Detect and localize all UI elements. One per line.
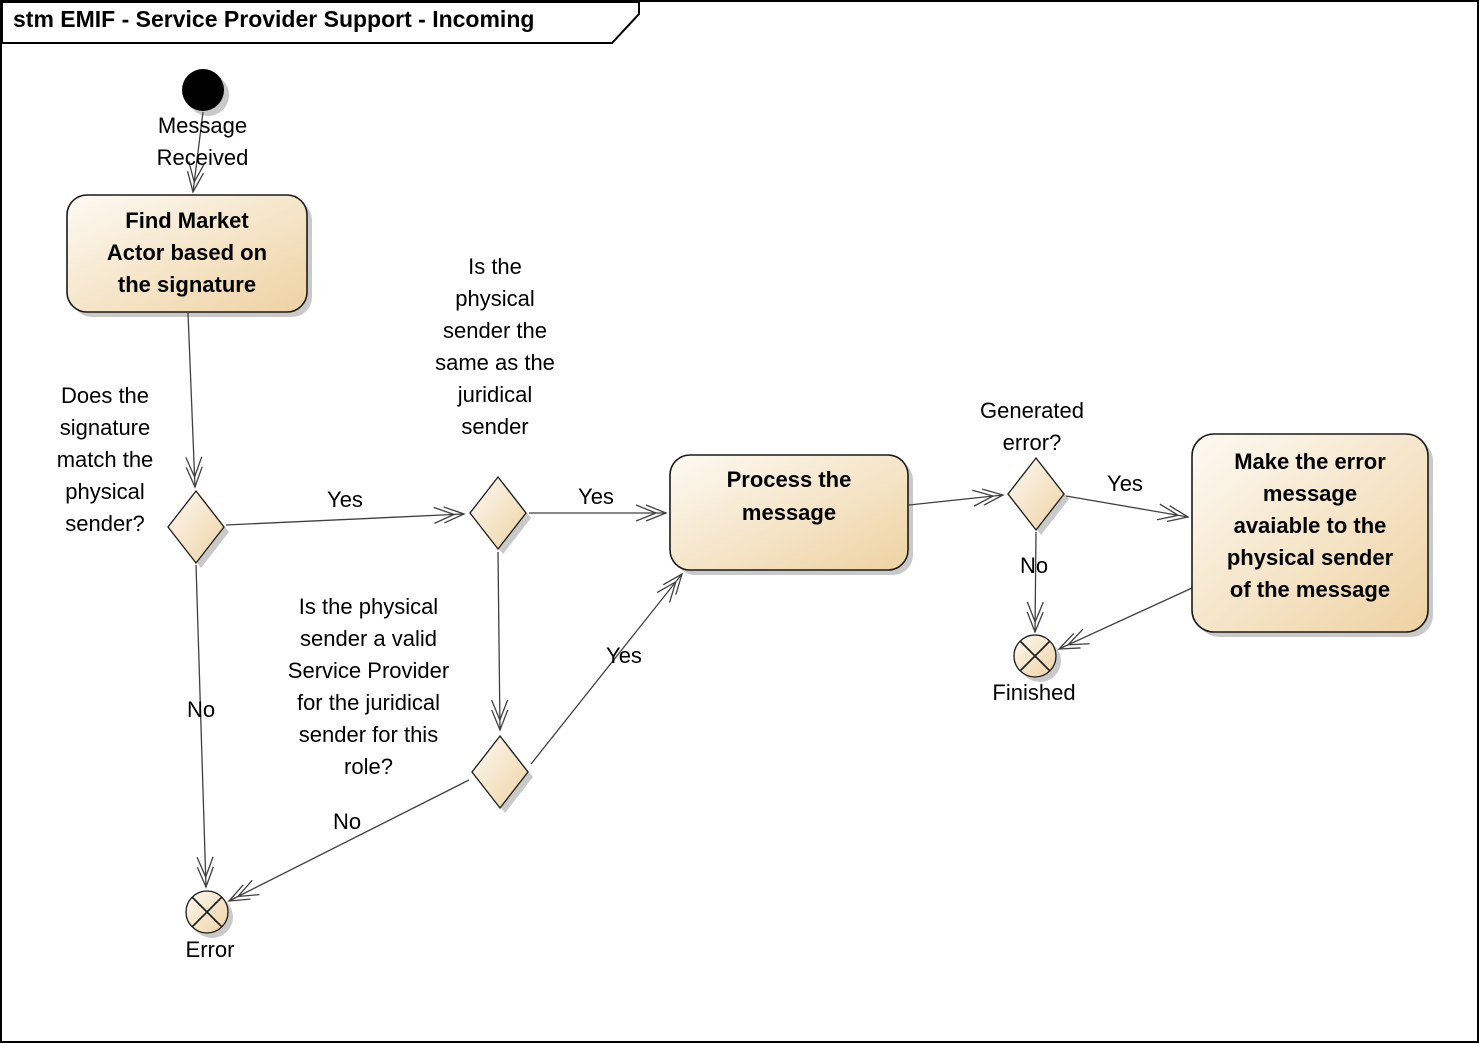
- edge-no-valid-provider-to-error: [227, 779, 470, 902]
- edge-yes-valid-provider-to-process: [530, 572, 684, 765]
- decision-valid-provider-question: Is the physical sender a valid Service P…: [287, 594, 450, 779]
- edge-label-no-generated-error: No: [1019, 553, 1049, 578]
- decision-signature-question: Does the signature match the physical se…: [56, 383, 154, 536]
- edge-label-yes-valid-provider: Yes: [606, 643, 642, 668]
- edge-find-market-actor-to-decision-signature: [185, 312, 203, 489]
- make-error-available-node[interactable]: [1191, 433, 1429, 633]
- decision-signature-match[interactable]: [167, 489, 225, 565]
- decision-same-sender[interactable]: [469, 475, 527, 551]
- error-final-node[interactable]: [185, 890, 229, 934]
- diagram-title: stm EMIF - Service Provider Support - In…: [13, 6, 535, 32]
- error-x-icon: [191, 896, 223, 928]
- find-market-actor-label: Find Market Actor based on the signature: [106, 208, 268, 297]
- edge-label-no-valid-provider: No: [332, 809, 362, 834]
- finished-x-icon: [1019, 640, 1051, 672]
- process-message-label: Process the message: [726, 467, 852, 525]
- frame-title-tab: [1, 1, 640, 44]
- edge-yes-signature-to-decision-same-sender: [225, 506, 466, 526]
- finished-final-node[interactable]: [1013, 634, 1057, 678]
- edge-label-no-signature: No: [186, 697, 216, 722]
- decision-generated-error-question: Generated error?: [980, 398, 1084, 455]
- make-error-available-label: Make the error message avaiable to the p…: [1226, 449, 1394, 602]
- initial-node[interactable]: [182, 69, 224, 111]
- finished-node-label: Finished: [992, 680, 1076, 705]
- edge-no-generated-error-to-finished: [1026, 531, 1044, 634]
- error-node-label: Error: [185, 937, 235, 962]
- decision-valid-provider[interactable]: [471, 734, 529, 810]
- edge-process-to-decision-generated-error: [908, 488, 1005, 507]
- edge-initial-to-find-market-actor: [186, 111, 206, 194]
- edge-yes-generated-error-to-make-error-available: [1065, 495, 1190, 523]
- edge-label-yes-signature: Yes: [327, 487, 363, 512]
- edge-label-yes-generated-error: Yes: [1107, 471, 1143, 496]
- edge-label-yes-same-sender: Yes: [578, 484, 614, 509]
- process-message-node[interactable]: [669, 454, 909, 571]
- edge-make-error-available-to-finished: [1057, 587, 1193, 650]
- find-market-actor-node[interactable]: [66, 194, 308, 313]
- edge-no-signature-to-error: [195, 564, 214, 889]
- decision-generated-error[interactable]: [1007, 456, 1065, 532]
- edge-decision-same-sender-to-decision-valid-provider: [491, 551, 509, 732]
- initial-node-label: Message Received: [156, 113, 249, 170]
- decision-same-sender-question: Is the physical sender the same as the j…: [435, 254, 555, 439]
